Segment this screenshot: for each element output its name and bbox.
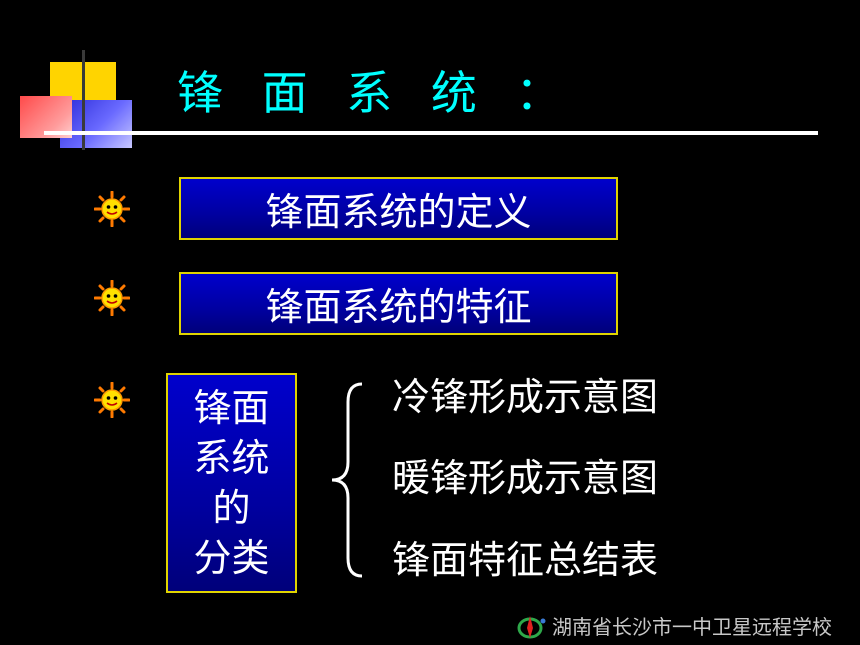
- definition-label: 锋面系统的定义: [265, 190, 532, 234]
- title-underline: [44, 131, 818, 135]
- school-logo-icon: [517, 616, 546, 639]
- sun-smiley-icon: [94, 191, 130, 227]
- features-link-button[interactable]: 锋面系统的特征: [179, 272, 618, 335]
- front-summary-table-link[interactable]: 锋面特征总结表: [392, 538, 659, 582]
- slide-title: 锋 面 系 统 ：: [177, 66, 574, 120]
- classification-label-line: 分类: [193, 536, 270, 580]
- warm-front-diagram-link[interactable]: 暖锋形成示意图: [392, 456, 659, 500]
- curly-brace-icon: [331, 382, 363, 578]
- classification-label-line: 的: [212, 486, 251, 530]
- cold-front-diagram-link[interactable]: 冷锋形成示意图: [392, 375, 659, 419]
- definition-link-button[interactable]: 锋面系统的定义: [179, 177, 618, 240]
- sun-smiley-icon: [94, 382, 130, 418]
- logo-divider-line: [82, 50, 85, 150]
- sun-smiley-icon: [94, 280, 130, 316]
- logo-blue-square: [60, 100, 132, 148]
- classification-label-line: 系统: [193, 436, 270, 480]
- footer-school-name: 湖南省长沙市一中卫星远程学校: [552, 615, 832, 639]
- features-label: 锋面系统的特征: [265, 285, 532, 329]
- classification-label-line: 锋面: [193, 386, 270, 430]
- classification-box: 锋面 系统 的 分类: [166, 373, 297, 593]
